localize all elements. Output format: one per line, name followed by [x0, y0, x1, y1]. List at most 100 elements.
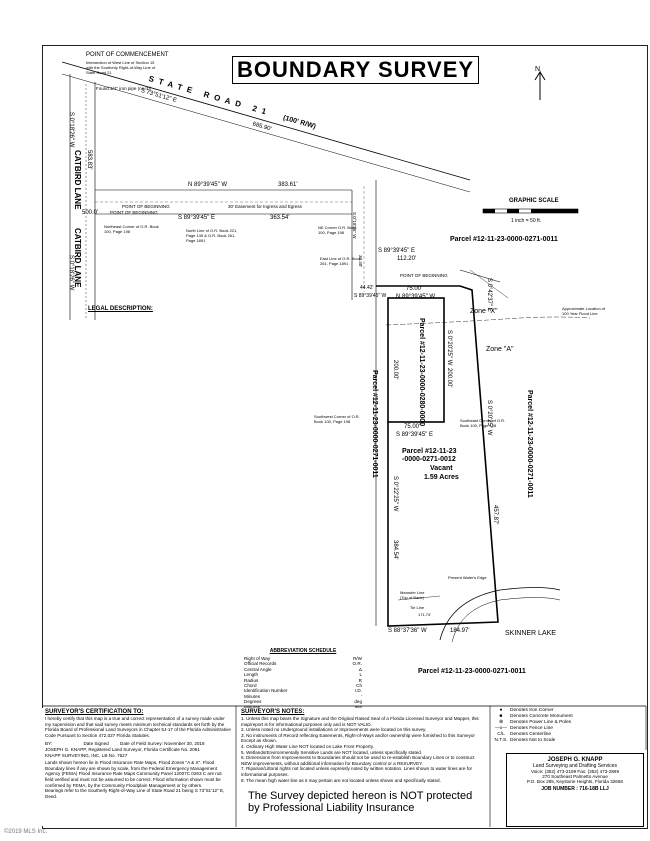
sw-corner-note: Southwest Corner of O.R. Book 100, Page … — [314, 414, 360, 424]
distance-3040: 30.40' — [358, 255, 363, 268]
company-line-3: 270 Southeast Palmetto Avenue — [542, 774, 608, 779]
legend-label: Denotes Centerline — [510, 732, 552, 737]
survey-sheet — [42, 45, 648, 829]
abbreviation-code: Ch — [356, 683, 362, 689]
ne-corner-note-2: NE Corner O.R. Book 100, Page 198 — [318, 225, 357, 235]
west-bearing-2: S 0°18'26" W — [68, 255, 74, 291]
liability-notice: The Survey depicted hereon is NOT protec… — [248, 790, 472, 814]
abbreviation-code: deg — [354, 699, 362, 705]
svg-text:N: N — [535, 66, 540, 73]
legal-description-heading: LEGAL DESCRIPTION: — [88, 306, 153, 312]
graphic-scale-label: GRAPHIC SCALE — [509, 198, 559, 204]
parcel-inner-label: Parcel #12-11-23-0000-0280-0000 — [418, 318, 425, 427]
abbreviation-term: Degrees — [244, 699, 262, 705]
commencement-label: POINT OF COMMENCEMENT — [86, 52, 169, 58]
legend-label: Denotes Iron Corner — [510, 708, 554, 713]
parcel-main-label-2: -0000-0271-0012 — [402, 456, 456, 463]
note-item: 8. The mean high water line as it may pe… — [241, 777, 441, 783]
watermark: ©2019 MLS Inc. — [4, 829, 48, 835]
zone-x-label: Zone "X" — [470, 308, 498, 315]
abbreviation-term: Chord — [244, 683, 257, 689]
note-item: 7. Riparian/Littoral rights not located … — [241, 766, 473, 777]
west-bearing: S 0°18'26" W — [68, 112, 74, 148]
parcel-bottom-label: Parcel #12-11-23-0000-0271-0011 — [418, 668, 526, 675]
zone-a-label: Zone "A" — [486, 346, 514, 353]
legend-symbol-icon: C/L — [497, 732, 505, 737]
abbreviation-row: Chord Ch — [244, 683, 362, 688]
bottom-distance: 184.97' — [450, 628, 470, 634]
se-bearing: S 0°42'37" E — [486, 278, 492, 312]
north-arrow-icon: N — [534, 66, 546, 100]
notes-panel: SURVEYOR'S NOTES: 1. Unless this map bea… — [238, 708, 488, 788]
bottom-bearing: S 89°39'45" E — [396, 432, 434, 438]
main-east-bearing: S 0°20'25" W — [486, 400, 492, 436]
abbreviation-term: Official Records — [244, 661, 277, 667]
commencement-note: Intersection of West Line of Section 15 … — [86, 60, 156, 75]
iron-pipe-note: Found 3/4" iron pipe (no ID) — [96, 86, 152, 91]
legend-symbol-icon: ⊕ — [498, 720, 504, 725]
legend-label: Denotes Fence Line — [510, 726, 553, 731]
company-line-4: P.O. Box 285, Keystone Heights, Florida … — [527, 779, 623, 784]
catbird-lane-label-2: CATBIRD LANE — [73, 228, 82, 288]
graphic-scale-bar — [482, 208, 579, 214]
company-block: JOSEPH G. KNAPP Land Surveying and Draft… — [506, 753, 644, 827]
note-item: 2. Unless noted no Underground installat… — [241, 727, 427, 733]
easement-pob: POINT OF BEGINNING — [122, 204, 170, 209]
catbird-lane-label-1: CATBIRD LANE — [73, 150, 82, 210]
certification-name: JOSEPH G. KNAPP, Registered Land Surveyo… — [45, 746, 200, 752]
date-signed-label: Date Signed — [83, 741, 109, 747]
page-title: BOUNDARY SURVEY — [232, 56, 479, 84]
legend-row: ● Denotes Iron Corner — [492, 708, 644, 714]
acres-label: 1.59 Acres — [424, 474, 459, 481]
east-line-note: East Line of O.R. Book 261, Page 1891 — [320, 256, 361, 266]
abbreviation-row: Degrees deg — [244, 699, 362, 704]
abbreviation-term: Identification Number — [244, 688, 288, 694]
legend-symbol-icon: ● — [499, 708, 503, 713]
easement-pob-2: POINT OF BEGINNING — [110, 210, 158, 215]
inner-distance: 200.00' — [446, 368, 452, 388]
south-bearing: S 89°39'45" E — [178, 215, 216, 221]
flood-statement: Lands shown hereon lie in Flood Insuranc… — [45, 760, 222, 788]
se-corner-note: Southeast Corner of O.R. Book 100, Page … — [460, 418, 506, 428]
waters-edge-label: Present Water's Edge — [448, 575, 487, 580]
certification-by-line: BY: Date Signed Date of Field Survey: No… — [42, 741, 234, 747]
meander-line-label: Meander Line (Top of Bank) — [400, 590, 425, 600]
abbreviation-code: L — [359, 672, 362, 678]
legend-symbol-icon: N.T.S. — [494, 738, 508, 743]
south-distance: 363.54' — [270, 215, 290, 221]
vacant-label: Vacant — [430, 465, 453, 472]
ne-corner-note: Northeast Corner of O.R. Book 100, Page … — [104, 224, 159, 234]
west-side-bearing: S 0°18'26" W — [352, 212, 357, 239]
parcel-main-label: Parcel #12-11-23 — [402, 448, 457, 455]
legend-label: Denotes Power Line & Poles — [510, 720, 572, 725]
abbreviation-code: R — [358, 677, 362, 683]
flood-line-note: Approximate Location of 100 Year Flood L… — [562, 306, 606, 316]
skinner-lake-label: SKINNER LAKE — [505, 630, 556, 637]
main-west-bearing: S 0°22'25" W — [392, 476, 398, 512]
legend-symbol-icon: —x— — [495, 726, 507, 731]
inner-bearing: S 0°20'25" W — [446, 330, 452, 366]
abbreviation-row: Minutes' — [244, 694, 362, 699]
certification-title: SURVEYOR'S CERTIFICATION TO: — [45, 709, 144, 715]
bottom-distance-7500: 75.00' — [404, 424, 421, 430]
abbreviation-code: Δ — [358, 666, 362, 672]
distance-500: 500.0' — [82, 210, 99, 216]
legend-row: N.T.S.Denotes Not to Scale — [492, 738, 644, 744]
north-line-note: North Line of O.R. Book 221, Page 149 & … — [186, 228, 238, 243]
pob-main: POINT OF BEGINNING — [400, 273, 448, 278]
main-west-distance: 384.54' — [392, 540, 398, 560]
note-item: 4. Ordinary High Water Line NOT located … — [241, 743, 374, 749]
parcel-top-label: Parcel #12-11-23-0000-0271-0011 — [450, 236, 558, 243]
graphic-scale-ratio: 1 inch = 50 ft. — [511, 218, 542, 224]
bearing-n8939: N 89°39'45" W — [396, 294, 436, 300]
notes-title: SURVEYOR'S NOTES: — [241, 709, 305, 715]
certification-panel: SURVEYOR'S CERTIFICATION TO: I hereby ce… — [42, 708, 234, 826]
abbreviation-term: Minutes — [244, 705, 260, 710]
parcel-left-label: Parcel #12-11-23-0000-0271-0011 — [371, 370, 378, 478]
right-parcel-label: Parcel #12-11-23-0000-0271-0011 — [526, 390, 533, 498]
bearing-left: S 89°39'45" W — [354, 293, 387, 299]
north-bearing: N 89°39'45" W — [188, 182, 228, 188]
